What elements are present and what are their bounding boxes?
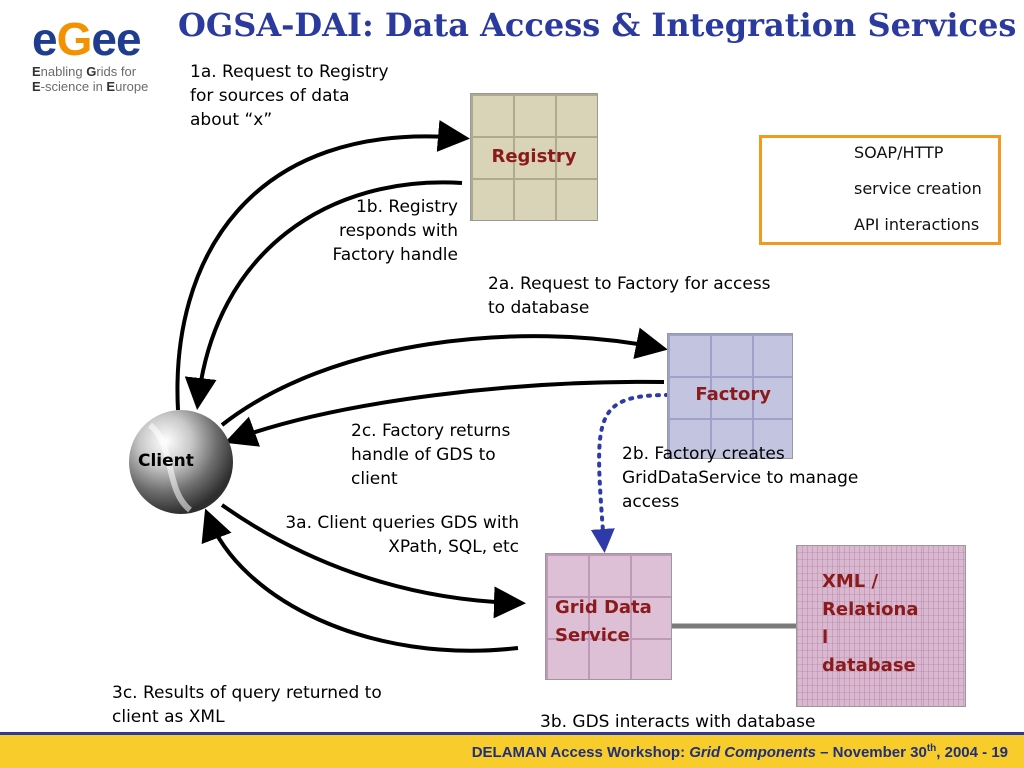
legend (759, 135, 1001, 245)
arrow-3a (220, 503, 526, 619)
legend-service-creation-label: service creation (854, 179, 982, 198)
footer-text: DELAMAN Access Workshop: Grid Components… (471, 743, 1008, 761)
arrow-2c (224, 379, 665, 447)
arrow-3c (201, 508, 519, 653)
gds-tile (545, 553, 672, 680)
egee-logo: eGee (32, 13, 142, 65)
egee-tagline: Enabling Grids for E-science in Europe (32, 64, 149, 94)
database-label: XML / Relationa l database (822, 571, 919, 676)
footer-bar (0, 735, 1024, 768)
page-title: OGSA-DAI: Data Access & Integration Serv… (178, 6, 1017, 44)
registry-tile (470, 93, 598, 221)
client-sphere (129, 410, 233, 514)
registry-label: Registry (491, 146, 577, 167)
factory-label: Factory (695, 384, 771, 405)
arrow-1b (184, 180, 463, 410)
arrow-2b (590, 393, 670, 553)
footer-divider (0, 732, 1024, 735)
gds-label: Grid Data Service (555, 597, 652, 646)
legend-api-label: API interactions (854, 215, 980, 234)
factory-tile (667, 333, 793, 459)
arrow-1a (175, 120, 470, 411)
arrow-2a (220, 327, 668, 427)
database-tile (796, 545, 966, 707)
legend-soap-label: SOAP/HTTP (854, 143, 944, 162)
step-3b-label: 3b. GDS interacts with database (540, 712, 816, 732)
client-label: Client (138, 451, 194, 471)
